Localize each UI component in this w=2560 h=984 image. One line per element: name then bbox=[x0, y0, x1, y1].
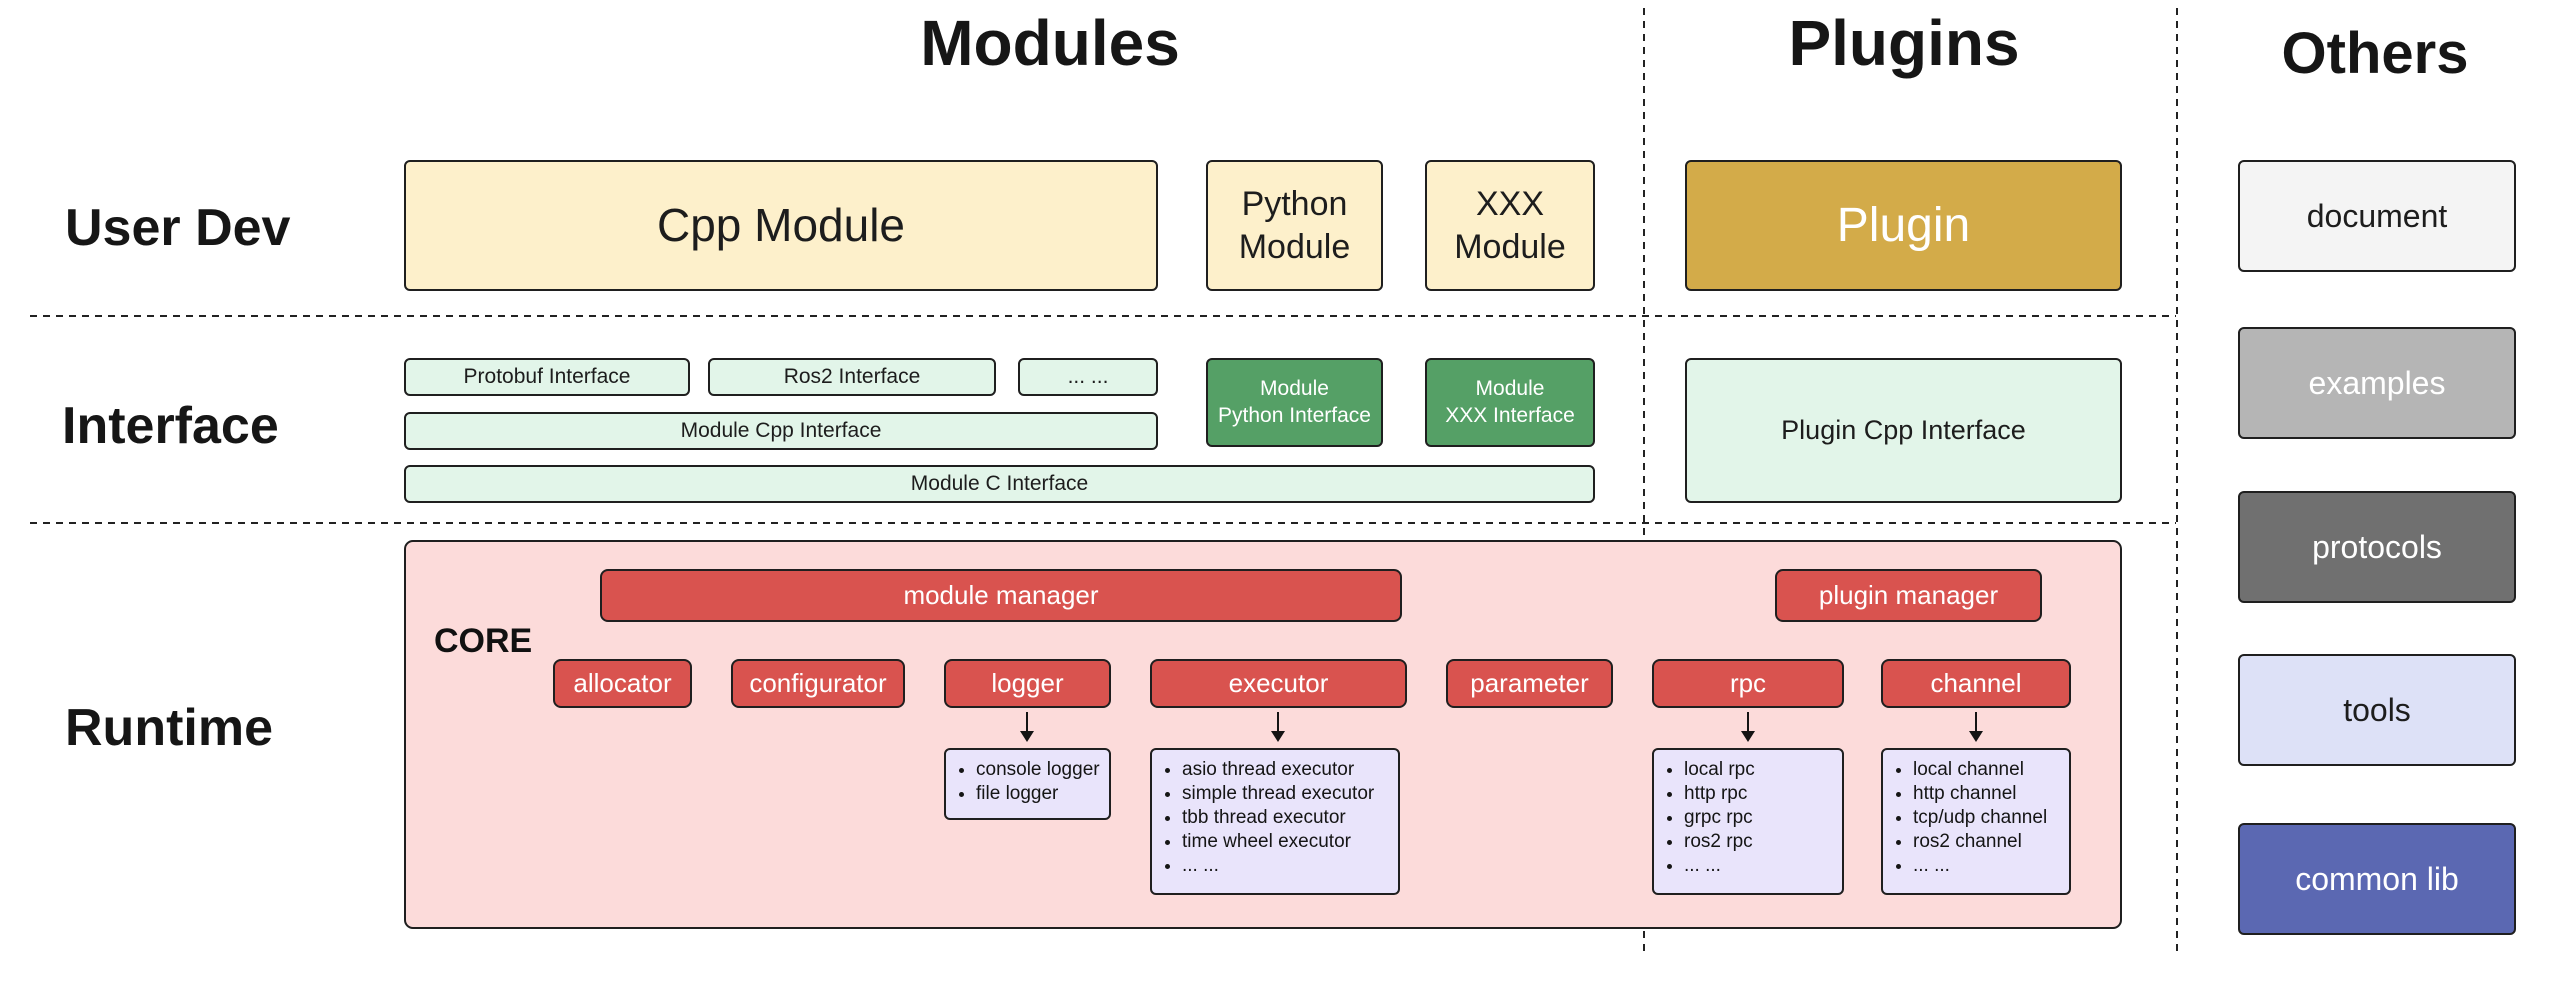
list-item: local rpc bbox=[1684, 759, 1836, 781]
core-component-allocator: allocator bbox=[553, 659, 692, 708]
plugins-others-divider bbox=[2176, 8, 2178, 956]
python-module-box: Python Module bbox=[1206, 160, 1383, 291]
list-item: tcp/udp channel bbox=[1913, 807, 2063, 829]
plugin-cpp-interface-box: Plugin Cpp Interface bbox=[1685, 358, 2122, 503]
channel-list-box: local channel http channel tcp/udp chann… bbox=[1881, 748, 2071, 895]
module-xxx-interface-line1: Module bbox=[1475, 377, 1545, 401]
others-item-common-lib: common lib bbox=[2238, 823, 2516, 935]
list-item: http channel bbox=[1913, 783, 2063, 805]
list-item: tbb thread executor bbox=[1182, 807, 1392, 829]
list-item: file logger bbox=[976, 783, 1103, 805]
xxx-module-line1: XXX bbox=[1475, 185, 1545, 223]
row-label-user-dev: User Dev bbox=[65, 199, 291, 257]
core-label: CORE bbox=[434, 622, 533, 660]
module-python-interface-line1: Module bbox=[1260, 377, 1329, 401]
more-interfaces-box: ... ... bbox=[1018, 358, 1158, 396]
others-header: Others bbox=[2281, 21, 2469, 86]
core-component-logger: logger bbox=[944, 659, 1111, 708]
others-item-examples: examples bbox=[2238, 327, 2516, 439]
rpc-list-box: local rpc http rpc grpc rpc ros2 rpc ...… bbox=[1652, 748, 1844, 895]
list-item: http rpc bbox=[1684, 783, 1836, 805]
others-item-tools: tools bbox=[2238, 654, 2516, 766]
list-item: ... ... bbox=[1182, 855, 1392, 877]
interface-runtime-divider bbox=[30, 522, 2176, 524]
module-cpp-interface-box: Module Cpp Interface bbox=[404, 412, 1158, 450]
list-item: time wheel executor bbox=[1182, 831, 1392, 853]
python-module-line1: Python bbox=[1241, 185, 1348, 223]
list-item: local channel bbox=[1913, 759, 2063, 781]
list-item: ... ... bbox=[1684, 855, 1836, 877]
module-xxx-interface-box: Module XXX Interface bbox=[1425, 358, 1595, 447]
list-item: ... ... bbox=[1913, 855, 2063, 877]
module-c-interface-box: Module C Interface bbox=[404, 465, 1595, 503]
list-item: grpc rpc bbox=[1684, 807, 1836, 829]
core-component-configurator: configurator bbox=[731, 659, 905, 708]
list-item: asio thread executor bbox=[1182, 759, 1392, 781]
xxx-module-line2: Module bbox=[1454, 227, 1566, 266]
plugin-box: Plugin bbox=[1685, 160, 2122, 291]
others-item-protocols: protocols bbox=[2238, 491, 2516, 603]
others-item-document: document bbox=[2238, 160, 2516, 272]
protobuf-interface-box: Protobuf Interface bbox=[404, 358, 690, 396]
xxx-module-box: XXX Module bbox=[1425, 160, 1595, 291]
executor-list-box: asio thread executor simple thread execu… bbox=[1150, 748, 1400, 895]
row-label-interface: Interface bbox=[62, 397, 279, 455]
userdev-interface-divider bbox=[30, 315, 2176, 317]
plugin-manager-box: plugin manager bbox=[1775, 569, 2042, 622]
python-module-line2: Module bbox=[1238, 227, 1351, 266]
list-item: ros2 channel bbox=[1913, 831, 2063, 853]
core-component-executor: executor bbox=[1150, 659, 1407, 708]
module-xxx-interface-line2: XXX Interface bbox=[1445, 403, 1575, 427]
module-python-interface-box: Module Python Interface bbox=[1206, 358, 1383, 447]
modules-plugins-divider bbox=[1643, 8, 1645, 956]
core-component-channel: channel bbox=[1881, 659, 2071, 708]
cpp-module-box: Cpp Module bbox=[404, 160, 1158, 291]
core-component-rpc: rpc bbox=[1652, 659, 1844, 708]
ros2-interface-box: Ros2 Interface bbox=[708, 358, 996, 396]
module-python-interface-line2: Python Interface bbox=[1218, 403, 1371, 427]
list-item: ros2 rpc bbox=[1684, 831, 1836, 853]
logger-list-box: console logger file logger bbox=[944, 748, 1111, 820]
row-label-runtime: Runtime bbox=[65, 699, 273, 757]
logger-arrow-down-icon bbox=[1026, 712, 1028, 732]
modules-header: Modules bbox=[920, 7, 1180, 79]
channel-arrow-down-icon bbox=[1975, 712, 1977, 732]
executor-arrow-down-icon bbox=[1277, 712, 1279, 732]
rpc-arrow-down-icon bbox=[1747, 712, 1749, 732]
list-item: simple thread executor bbox=[1182, 783, 1392, 805]
plugins-header: Plugins bbox=[1788, 7, 2020, 79]
module-manager-box: module manager bbox=[600, 569, 1402, 622]
list-item: console logger bbox=[976, 759, 1103, 781]
core-component-parameter: parameter bbox=[1446, 659, 1613, 708]
